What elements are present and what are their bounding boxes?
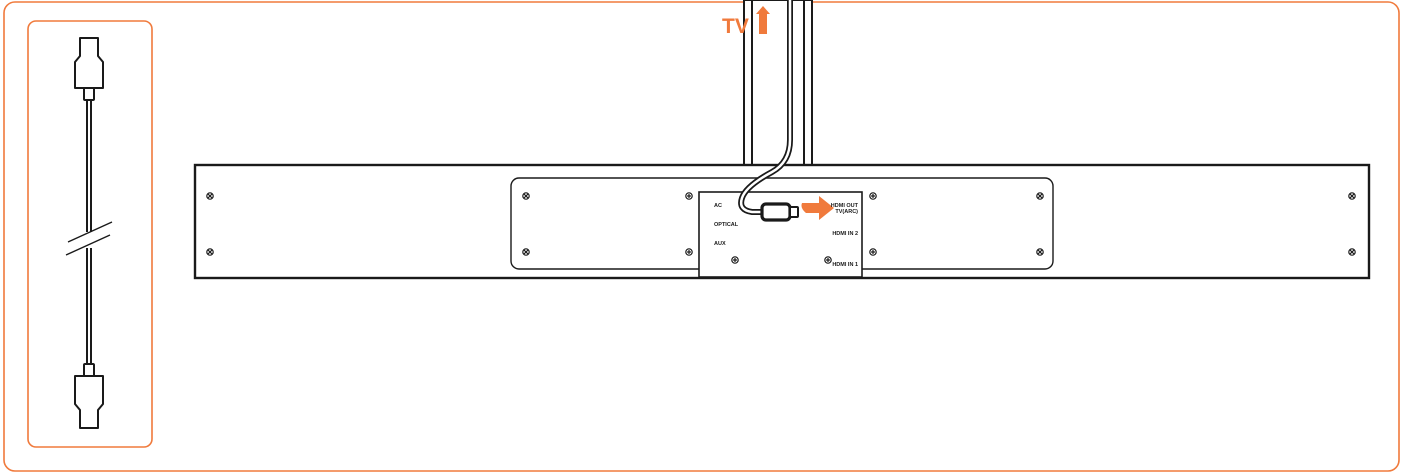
port-label-hdmi-in-1: HDMI IN 1 — [832, 262, 858, 268]
port-label-ac: AC — [714, 203, 722, 209]
screw-icon — [206, 192, 1356, 264]
hdmi-plug — [760, 202, 799, 222]
outer-frame — [3, 1, 1400, 472]
arrow-right-icon — [801, 196, 834, 220]
arrow-up-icon — [756, 6, 770, 34]
connection-cable — [738, 0, 793, 215]
port-label-hdmi-out-arc: TV(ARC) — [835, 209, 858, 215]
port-label-aux: AUX — [714, 241, 726, 247]
accessory-box — [27, 20, 153, 448]
port-label-hdmi-in-2: HDMI IN 2 — [832, 231, 858, 237]
hdmi-cable-icon — [65, 37, 113, 429]
port-label-hdmi-out: HDMI OUT — [831, 203, 859, 209]
port-label-optical: OPTICAL — [714, 222, 739, 228]
tv-label: TV — [722, 15, 749, 38]
